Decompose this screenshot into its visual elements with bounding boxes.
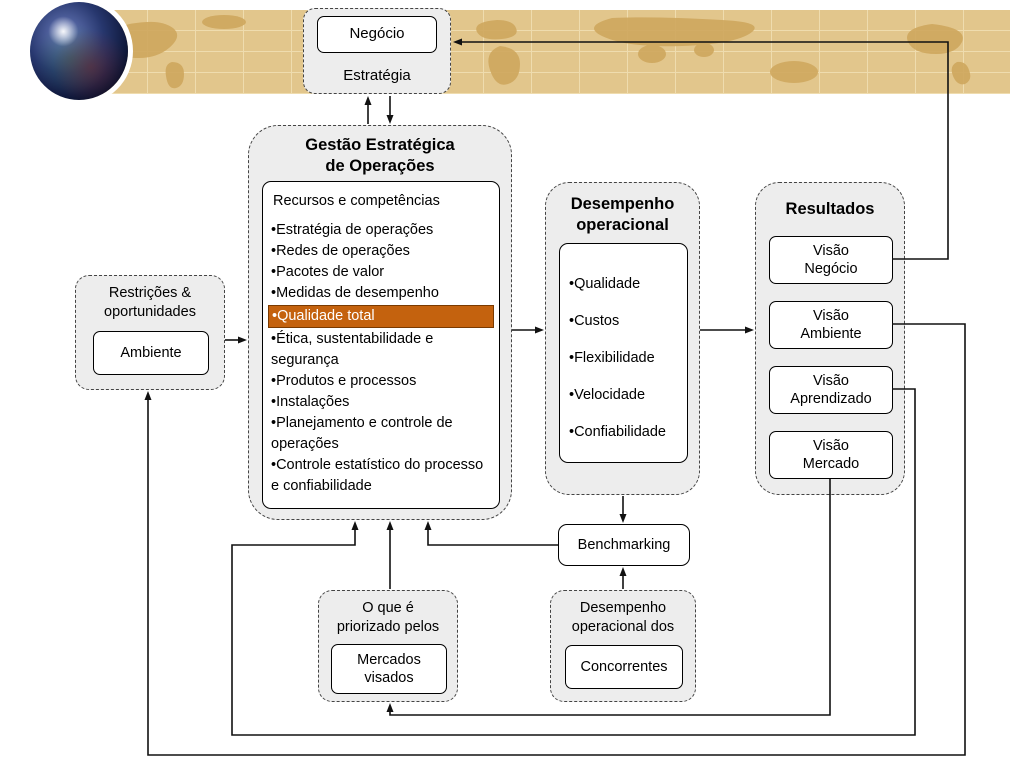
gestao-title: Gestão Estratégica de Operações: [305, 136, 455, 175]
arrow-benchmarking-to-gestao: [427, 529, 558, 546]
desempenho-operacional-group: Desempenho operacional Qualidade Custos …: [545, 182, 700, 495]
concorrentes-box: Concorrentes: [565, 645, 683, 689]
desempenho-box: Qualidade Custos Flexibilidade Velocidad…: [559, 243, 688, 463]
mercados-label: O que é priorizado pelos: [336, 600, 440, 635]
resultados-group: Resultados Visão Negócio Visão Ambiente …: [755, 182, 905, 495]
gestao-estrategica-group: Gestão Estratégica de Operações Recursos…: [248, 125, 512, 520]
recursos-competencias-header: Recursos e competências: [273, 193, 440, 209]
benchmarking-box: Benchmarking: [558, 524, 690, 566]
desempenho-item-list: Qualidade Custos Flexibilidade Velocidad…: [569, 274, 687, 443]
mercados-visados-group: O que é priorizado pelos Mercados visado…: [318, 590, 458, 702]
gestao-item: Redes de operações: [271, 241, 491, 262]
restricoes-label: Restrições & oportunidades: [104, 285, 196, 320]
gestao-item-highlighted: Qualidade total: [268, 305, 494, 329]
negocio-box: Negócio: [317, 16, 437, 53]
concorrentes-group: Desempenho operacional dos Concorrentes: [550, 590, 696, 702]
restricoes-oportunidades-group: Restrições & oportunidades Ambiente: [75, 275, 225, 390]
gestao-item: Ética, sustentabilidade e segurança: [271, 329, 491, 371]
concorrentes-label: Desempenho operacional dos: [571, 600, 675, 635]
desempenho-item: Confiabilidade: [569, 422, 687, 443]
desempenho-item: Velocidade: [569, 385, 687, 406]
gestao-item: Planejamento e controle de operações: [271, 413, 491, 455]
estrategia-label: Estratégia: [343, 67, 411, 84]
visao-aprendizado-box: Visão Aprendizado: [769, 366, 893, 414]
desempenho-item: Flexibilidade: [569, 348, 687, 369]
ambiente-box: Ambiente: [93, 331, 209, 375]
mercados-visados-box: Mercados visados: [331, 644, 447, 694]
desempenho-item: Qualidade: [569, 274, 687, 295]
negocio-estrategia-group: Negócio Estratégia: [303, 8, 451, 94]
gestao-item: Instalações: [271, 392, 491, 413]
gestao-item: Controle estatístico do processo e confi…: [271, 455, 491, 497]
visao-mercado-box: Visão Mercado: [769, 431, 893, 479]
gestao-item: Pacotes de valor: [271, 262, 491, 283]
world-map-graphic: [108, 15, 971, 89]
recursos-competencias-box: Recursos e competências Estratégia de op…: [262, 181, 500, 509]
gestao-item: Produtos e processos: [271, 371, 491, 392]
visao-negocio-box: Visão Negócio: [769, 236, 893, 284]
resultados-title: Resultados: [785, 200, 875, 218]
gestao-item: Medidas de desempenho: [271, 283, 491, 304]
gestao-item-list: Estratégia de operações Redes de operaçõ…: [268, 220, 494, 497]
world-map-banner: [52, 10, 1010, 94]
globe-icon: [30, 2, 128, 100]
desempenho-title: Desempenho operacional: [570, 195, 675, 234]
gestao-item: Estratégia de operações: [271, 220, 491, 241]
desempenho-item: Custos: [569, 311, 687, 332]
visao-ambiente-box: Visão Ambiente: [769, 301, 893, 349]
